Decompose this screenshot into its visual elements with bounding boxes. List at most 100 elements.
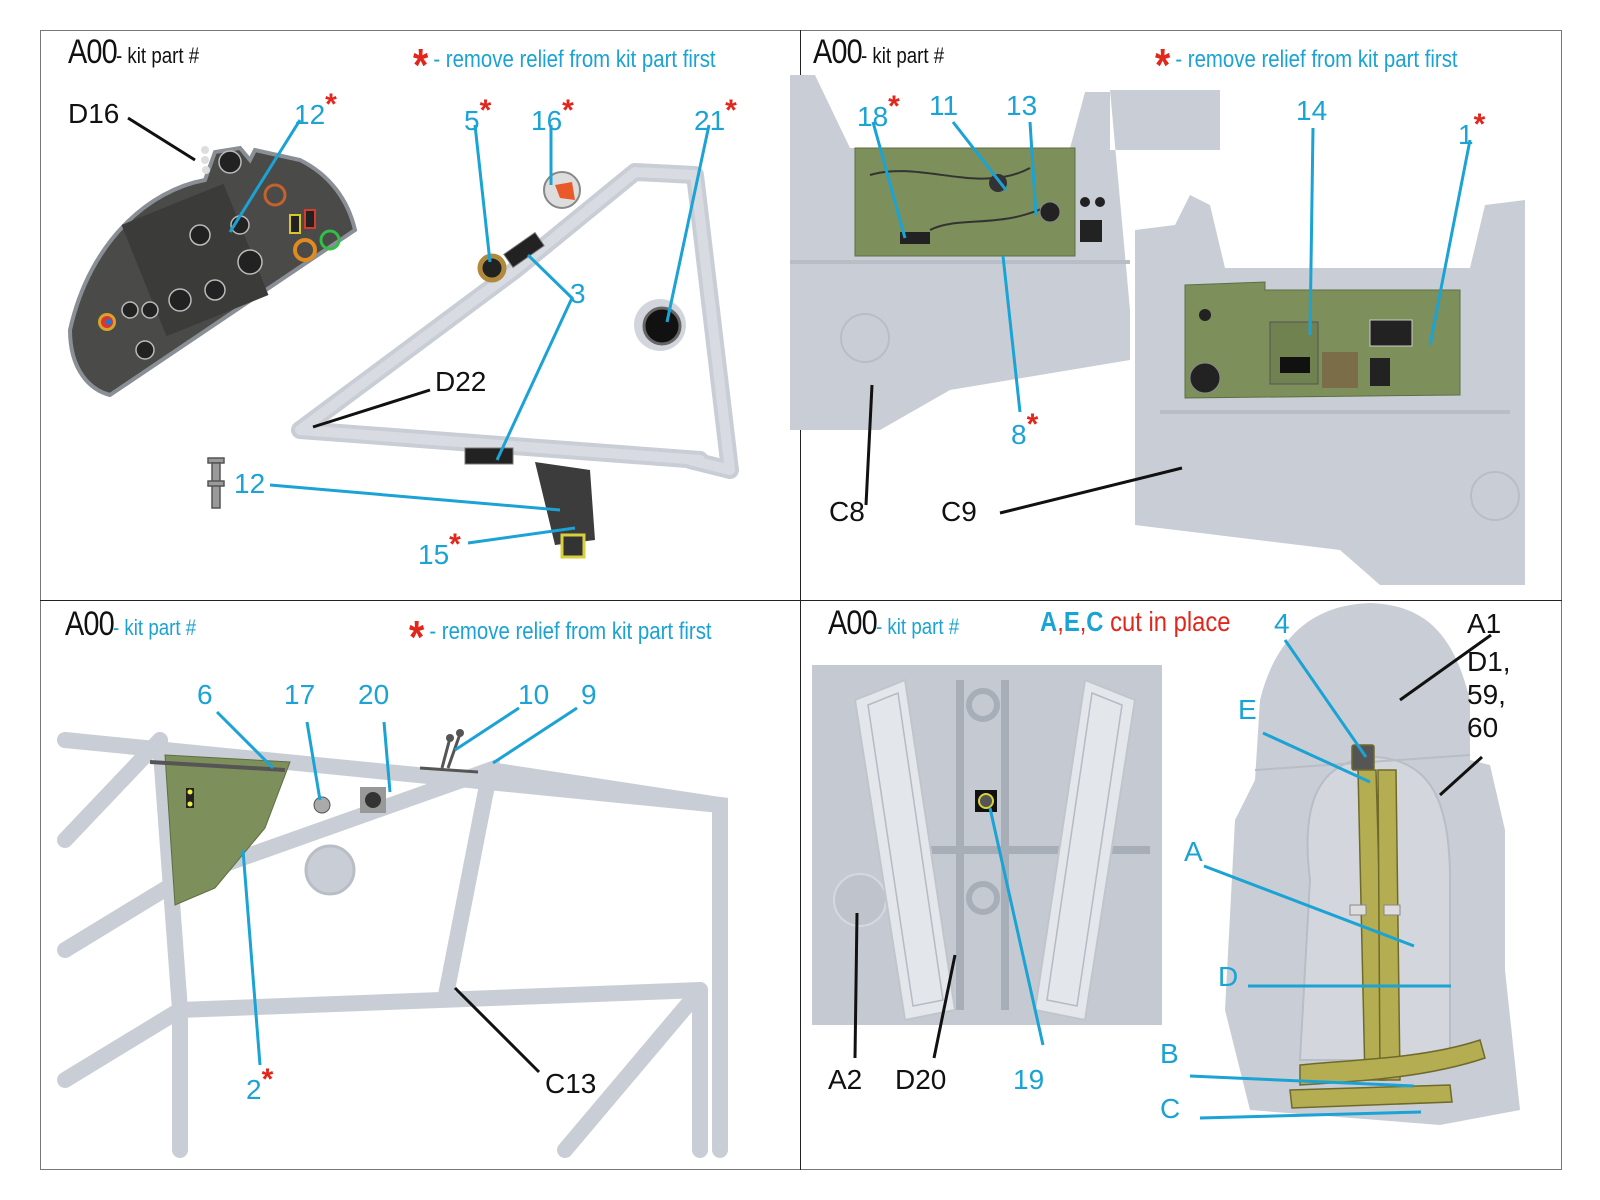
- remove-relief-star-icon: *: [888, 90, 900, 123]
- callout-label: D1,: [1467, 648, 1511, 676]
- remove-relief-star-icon: *: [449, 528, 461, 561]
- callout-text: D16: [68, 98, 120, 129]
- callout-text: D: [1218, 961, 1239, 992]
- remove-relief-star-icon: *: [261, 1063, 274, 1096]
- remove-relief-star-icon: *: [562, 94, 574, 127]
- kit-code: A00: [65, 605, 115, 643]
- callout-label: C8: [829, 498, 865, 526]
- kit-text: - kit part #: [860, 43, 944, 68]
- callout-text: 59,: [1467, 679, 1506, 710]
- callout-text: D1,: [1467, 646, 1511, 677]
- callout-text: 14: [1296, 95, 1328, 126]
- callout-text: 19: [1013, 1064, 1045, 1095]
- callout-text: 13: [1006, 90, 1038, 121]
- callout-label: 5*: [464, 96, 491, 135]
- callout-label: 20: [358, 681, 389, 709]
- callout-label: 6: [197, 681, 213, 709]
- legend-kit-part-3: A00 - kit part #: [65, 605, 210, 644]
- callout-label: 18*: [857, 92, 900, 131]
- callout-label: E: [1238, 696, 1257, 724]
- callout-label: 2*: [246, 1065, 273, 1104]
- callout-text: 18: [857, 101, 889, 132]
- callout-text: C9: [941, 496, 977, 527]
- horizontal-divider: [40, 600, 1562, 601]
- callout-label: C9: [941, 498, 977, 526]
- callout-label: 14: [1296, 97, 1327, 125]
- callout-text: 8: [1011, 419, 1027, 450]
- callout-label: 21*: [694, 96, 737, 135]
- callout-label: 4: [1274, 610, 1290, 638]
- callout-label: 16*: [531, 96, 574, 135]
- callout-label: D16: [68, 100, 119, 128]
- callout-text: A1: [1467, 608, 1502, 639]
- callout-text: 15: [418, 539, 450, 570]
- callout-label: B: [1160, 1040, 1179, 1068]
- callout-label: 11: [929, 92, 958, 120]
- callout-label: 12: [234, 470, 265, 498]
- legend-kit-part-1: A00 - kit part #: [68, 33, 213, 72]
- callout-text: C13: [545, 1068, 597, 1099]
- callout-label: 1*: [1458, 110, 1485, 149]
- callout-text: 20: [358, 679, 390, 710]
- callout-label: C: [1160, 1095, 1180, 1123]
- callout-text: A2: [828, 1064, 863, 1095]
- callout-text: 12: [234, 468, 266, 499]
- kit-text: - kit part #: [112, 615, 196, 640]
- legend-remove-relief-2: *- remove relief from kit part first: [1155, 39, 1458, 91]
- callout-label: 10: [518, 681, 549, 709]
- legend-kit-part-4: A00 - kit part #: [828, 604, 973, 643]
- legend-cut-in-place: A,E,C cut in place: [1040, 606, 1231, 637]
- legend-remove-relief-1: *- remove relief from kit part first: [413, 39, 716, 91]
- callout-text: 60: [1467, 712, 1499, 743]
- callout-text: D20: [895, 1064, 947, 1095]
- remove-relief-star-icon: *: [1473, 108, 1486, 141]
- callout-label: 59,: [1467, 681, 1506, 709]
- callout-label: A: [1184, 838, 1203, 866]
- callout-label: D20: [895, 1066, 946, 1094]
- star-icon: *: [413, 39, 429, 91]
- callout-label: 19: [1013, 1066, 1044, 1094]
- callout-text: 6: [197, 679, 213, 710]
- callout-text: 11: [929, 90, 959, 121]
- callout-label: 60: [1467, 714, 1498, 742]
- callout-label: 15*: [418, 530, 461, 569]
- callout-label: D22: [435, 368, 486, 396]
- remove-relief-star-icon: *: [1026, 408, 1039, 441]
- callout-label: 8*: [1011, 410, 1038, 449]
- callout-text: D22: [435, 366, 487, 397]
- callout-text: 1: [1458, 119, 1474, 150]
- callout-label: 13: [1006, 92, 1037, 120]
- remove-relief-star-icon: *: [325, 88, 337, 121]
- callout-label: A2: [828, 1066, 862, 1094]
- callout-text: 17: [284, 679, 316, 710]
- kit-text: - kit part #: [115, 43, 199, 68]
- callout-text: 3: [570, 278, 586, 309]
- remove-relief-star-icon: *: [725, 94, 737, 127]
- legend-remove-relief-3: *- remove relief from kit part first: [409, 611, 712, 663]
- callout-text: 2: [246, 1074, 262, 1105]
- remove-relief-star-icon: *: [479, 94, 492, 127]
- callout-text: E: [1238, 694, 1257, 725]
- callout-text: 9: [581, 679, 597, 710]
- callout-text: B: [1160, 1038, 1179, 1069]
- kit-text: - kit part #: [875, 614, 959, 639]
- kit-code: A00: [813, 33, 863, 71]
- kit-code: A00: [68, 33, 118, 71]
- kit-code: A00: [828, 604, 878, 642]
- callout-text: C8: [829, 496, 865, 527]
- legend-kit-part-2: A00 - kit part #: [813, 33, 958, 72]
- callout-label: C13: [545, 1070, 596, 1098]
- callout-text: C: [1160, 1093, 1181, 1124]
- callout-text: 10: [518, 679, 550, 710]
- callout-text: 16: [531, 105, 563, 136]
- callout-text: 4: [1274, 608, 1290, 639]
- callout-label: 12*: [294, 90, 337, 129]
- star-icon: *: [1155, 39, 1171, 91]
- callout-label: D: [1218, 963, 1238, 991]
- callout-text: A: [1184, 836, 1203, 867]
- callout-text: 21: [694, 105, 726, 136]
- callout-text: 5: [464, 105, 480, 136]
- callout-label: 9: [581, 681, 597, 709]
- callout-label: 3: [570, 280, 586, 308]
- callout-text: 12: [294, 99, 326, 130]
